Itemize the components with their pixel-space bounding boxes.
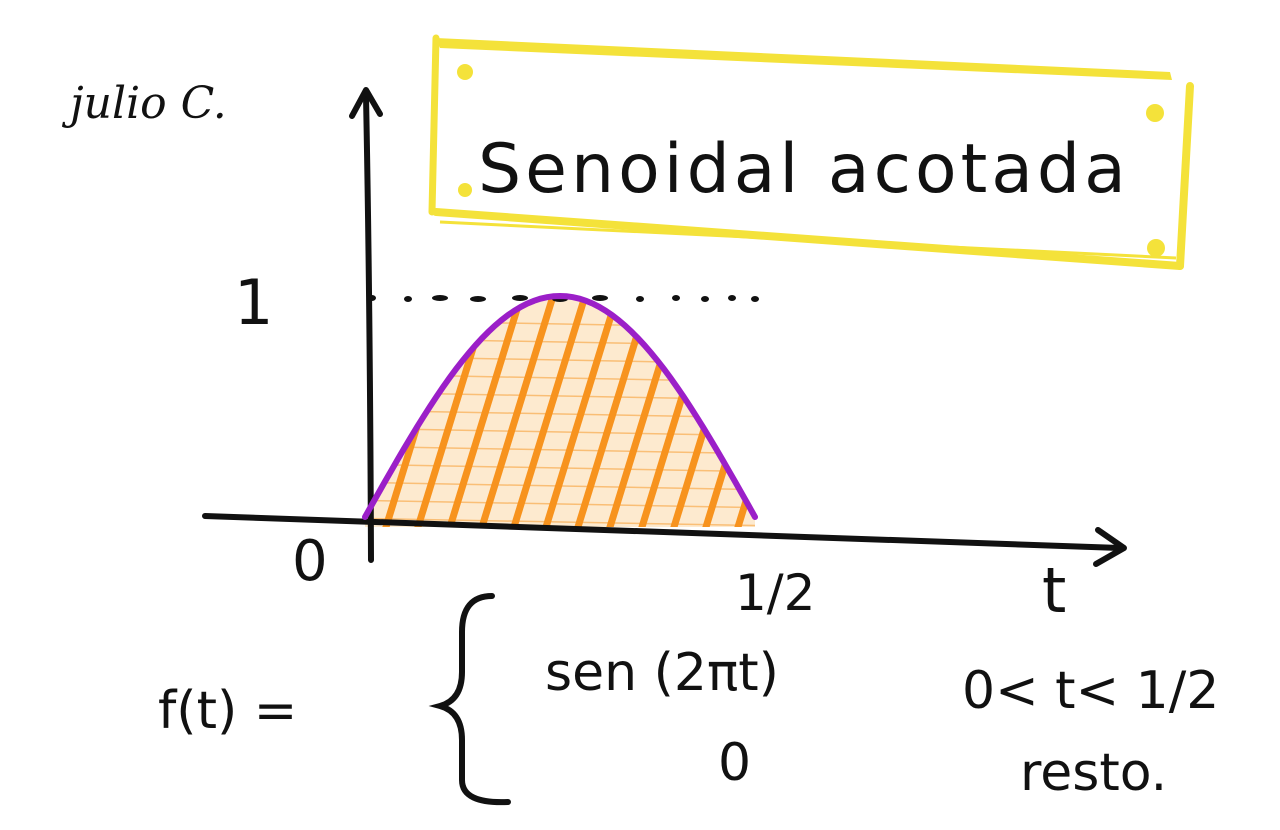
hatch-stroke bbox=[766, 280, 846, 540]
hatch-crossline bbox=[365, 499, 755, 509]
y-axis bbox=[349, 87, 383, 563]
reference-dot bbox=[404, 296, 412, 302]
y-one-reference-dots bbox=[368, 295, 759, 302]
hatch-crossline bbox=[365, 463, 755, 473]
reference-dot bbox=[701, 296, 709, 302]
x-axis-label: t bbox=[1042, 554, 1066, 627]
title-frame bbox=[428, 34, 1194, 270]
shaded-area bbox=[365, 280, 846, 540]
hatch-stroke bbox=[506, 296, 594, 527]
hatch-crossline bbox=[365, 481, 755, 491]
reference-dot bbox=[512, 295, 528, 301]
formula-brace bbox=[428, 593, 511, 806]
reference-dot bbox=[728, 295, 736, 301]
formula-case2-condition: resto. bbox=[1020, 743, 1167, 803]
reference-dot bbox=[636, 296, 644, 302]
reference-dot bbox=[432, 295, 448, 301]
x-axis bbox=[202, 513, 1127, 567]
reference-dot bbox=[751, 296, 759, 302]
reference-dot bbox=[672, 295, 680, 301]
hatch-crossline bbox=[365, 517, 755, 527]
hatch-stroke bbox=[538, 296, 626, 527]
formula-case1-condition: 0< t< 1/2 bbox=[962, 661, 1219, 721]
y-tick-label-one: 1 bbox=[234, 266, 273, 339]
formula-lhs: f(t) = bbox=[158, 681, 297, 741]
sine-curve bbox=[362, 292, 758, 520]
x-tick-label-half: 1/2 bbox=[735, 564, 815, 622]
formula-case2-expr: 0 bbox=[718, 733, 751, 793]
reference-dot bbox=[592, 295, 608, 301]
origin-label: 0 bbox=[292, 529, 328, 594]
hatch-crossline bbox=[365, 445, 755, 455]
diagram-title: Senoidal acotada bbox=[478, 130, 1130, 209]
author-signature: julio C. bbox=[61, 78, 227, 129]
formula-case1-expr: sen (2πt) bbox=[545, 643, 779, 703]
reference-dot bbox=[470, 296, 486, 302]
